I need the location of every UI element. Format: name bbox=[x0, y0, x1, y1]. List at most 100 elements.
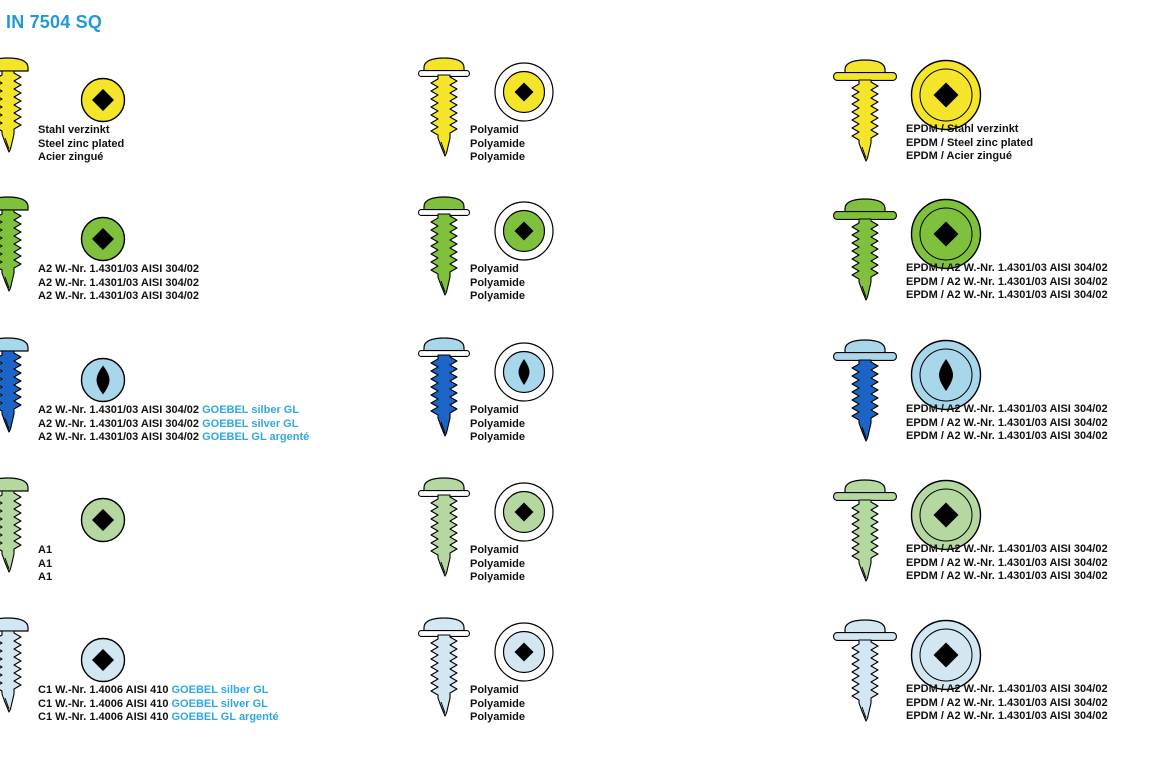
material-line: EPDM / A2 W.-Nr. 1.4301/03 AISI 304/02 bbox=[906, 683, 1108, 697]
square-drive-icon bbox=[933, 642, 959, 668]
washer-shape bbox=[833, 632, 897, 641]
material-line: A2 W.-Nr. 1.4301/03 AISI 304/02 bbox=[38, 263, 199, 277]
material-line: Polyamide bbox=[470, 431, 525, 445]
screw-side-view bbox=[833, 59, 897, 162]
screw-top-view bbox=[80, 216, 126, 262]
material-line: Polyamide bbox=[470, 138, 525, 152]
material-line: Steel zinc plated bbox=[38, 138, 124, 152]
screw-top-view bbox=[80, 357, 126, 403]
washer-shape bbox=[833, 72, 897, 81]
material-label: Polyamide bbox=[470, 431, 526, 443]
brand-label: GOEBEL GL argenté bbox=[171, 711, 279, 723]
material-row-plain-5: C1 W.-Nr. 1.4006 AISI 410 GOEBEL silber … bbox=[0, 617, 412, 757]
material-line: EPDM / Acier zingué bbox=[906, 150, 1033, 164]
material-label: A1 bbox=[38, 557, 53, 570]
screw-side-view bbox=[833, 198, 897, 301]
material-label: Acier zingué bbox=[38, 151, 104, 163]
material-line: EPDM / A2 W.-Nr. 1.4301/03 AISI 304/02 bbox=[906, 557, 1108, 571]
material-text-block: A1 A1 A1 bbox=[38, 544, 52, 585]
screw-head-shape bbox=[844, 479, 886, 494]
material-label: EPDM / A2 W.-Nr. 1.4301/03 AISI 304/02 bbox=[906, 556, 1108, 569]
square-drive-icon bbox=[92, 649, 114, 671]
material-label: Polyamid bbox=[470, 404, 519, 416]
material-row-plain-4: A1 A1 A1 bbox=[0, 477, 412, 617]
washer-shape bbox=[833, 352, 897, 361]
material-text-block: Polyamid Polyamide Polyamide bbox=[470, 544, 525, 585]
screw-body-shape bbox=[851, 79, 879, 162]
material-line: Polyamid bbox=[470, 124, 525, 138]
square-drive-icon bbox=[933, 221, 959, 247]
screw-side-view bbox=[0, 57, 29, 153]
material-line: A2 W.-Nr. 1.4301/03 AISI 304/02 GOEBEL s… bbox=[38, 418, 309, 432]
screw-head-shape bbox=[423, 196, 465, 211]
material-row-poly-1: Polyamid Polyamide Polyamide bbox=[415, 57, 755, 197]
screw-body-shape bbox=[430, 634, 458, 717]
brand-label: GOEBEL GL argenté bbox=[202, 431, 310, 443]
screw-top-view bbox=[910, 479, 982, 551]
material-label: EPDM / A2 W.-Nr. 1.4301/03 AISI 304/02 bbox=[906, 710, 1108, 722]
material-text-block: EPDM / Stahl verzinkt EPDM / Steel zinc … bbox=[906, 123, 1033, 164]
screw-side-view bbox=[418, 617, 470, 717]
screw-top-view bbox=[910, 339, 982, 411]
screw-top-view bbox=[910, 619, 982, 691]
material-line: EPDM / A2 W.-Nr. 1.4301/03 AISI 304/02 bbox=[906, 710, 1108, 724]
material-line: C1 W.-Nr. 1.4006 AISI 410 GOEBEL silber … bbox=[38, 684, 279, 698]
material-line: Polyamid bbox=[470, 544, 525, 558]
screw-top-view bbox=[80, 497, 126, 543]
washer-shape bbox=[833, 211, 897, 220]
material-line: EPDM / Stahl verzinkt bbox=[906, 123, 1033, 137]
screw-body-shape bbox=[430, 354, 458, 437]
brand-label: GOEBEL silver GL bbox=[202, 417, 299, 430]
screw-top-view bbox=[80, 77, 126, 123]
material-row-epdm-5: EPDM / A2 W.-Nr. 1.4301/03 AISI 304/02 E… bbox=[830, 617, 1160, 757]
square-drive-icon bbox=[514, 642, 534, 662]
material-text-block: Polyamid Polyamide Polyamide bbox=[470, 124, 525, 165]
screw-head-shape bbox=[0, 57, 29, 72]
material-label: EPDM / A2 W.-Nr. 1.4301/03 AISI 304/02 bbox=[906, 403, 1108, 415]
screw-body-shape bbox=[851, 639, 879, 722]
screw-side-view bbox=[0, 337, 29, 433]
material-text-block: EPDM / A2 W.-Nr. 1.4301/03 AISI 304/02 E… bbox=[906, 262, 1108, 303]
material-text-block: Polyamid Polyamide Polyamide bbox=[470, 263, 525, 304]
material-line: EPDM / A2 W.-Nr. 1.4301/03 AISI 304/02 bbox=[906, 543, 1108, 557]
material-label: Polyamide bbox=[470, 571, 526, 583]
material-line: Polyamide bbox=[470, 698, 525, 712]
material-text-block: Polyamid Polyamide Polyamide bbox=[470, 684, 525, 725]
material-label: EPDM / A2 W.-Nr. 1.4301/03 AISI 304/02 bbox=[906, 696, 1108, 709]
material-line: EPDM / A2 W.-Nr. 1.4301/03 AISI 304/02 bbox=[906, 417, 1108, 431]
lens-drive-icon bbox=[518, 359, 530, 385]
square-drive-icon bbox=[933, 502, 959, 528]
screw-body-shape bbox=[0, 490, 22, 573]
material-line: Polyamid bbox=[470, 684, 525, 698]
lens-drive-icon bbox=[939, 359, 953, 391]
material-label: Polyamide bbox=[470, 697, 526, 710]
material-row-poly-5: Polyamid Polyamide Polyamide bbox=[415, 617, 755, 757]
material-line: A2 W.-Nr. 1.4301/03 AISI 304/02 GOEBEL G… bbox=[38, 431, 309, 445]
screw-body-shape bbox=[430, 213, 458, 296]
brand-label: GOEBEL silber GL bbox=[171, 684, 269, 696]
material-line: A1 bbox=[38, 544, 52, 558]
head-top-circle bbox=[919, 488, 973, 542]
material-text-block: EPDM / A2 W.-Nr. 1.4301/03 AISI 304/02 E… bbox=[906, 683, 1108, 724]
material-text-block: C1 W.-Nr. 1.4006 AISI 410 GOEBEL silber … bbox=[38, 684, 279, 725]
screw-side-view bbox=[0, 477, 29, 573]
material-label: EPDM / A2 W.-Nr. 1.4301/03 AISI 304/02 bbox=[906, 416, 1108, 429]
material-row-epdm-3: EPDM / A2 W.-Nr. 1.4301/03 AISI 304/02 E… bbox=[830, 337, 1160, 477]
material-label: A1 bbox=[38, 544, 53, 556]
material-line: EPDM / A2 W.-Nr. 1.4301/03 AISI 304/02 bbox=[906, 262, 1108, 276]
screw-head-shape bbox=[423, 337, 465, 352]
material-line: EPDM / A2 W.-Nr. 1.4301/03 AISI 304/02 bbox=[906, 276, 1108, 290]
column-epdm-washer: EPDM / Stahl verzinkt EPDM / Steel zinc … bbox=[830, 0, 1160, 770]
screw-side-view bbox=[833, 339, 897, 442]
material-row-epdm-2: EPDM / A2 W.-Nr. 1.4301/03 AISI 304/02 E… bbox=[830, 196, 1160, 336]
material-label: EPDM / A2 W.-Nr. 1.4301/03 AISI 304/02 bbox=[906, 289, 1108, 301]
material-label: EPDM / A2 W.-Nr. 1.4301/03 AISI 304/02 bbox=[906, 262, 1108, 274]
square-drive-icon bbox=[933, 82, 959, 108]
screw-head-shape bbox=[844, 619, 886, 634]
screw-head-shape bbox=[423, 57, 465, 72]
head-top-circle bbox=[919, 207, 973, 261]
material-line: Polyamid bbox=[470, 263, 525, 277]
material-line: EPDM / A2 W.-Nr. 1.4301/03 AISI 304/02 bbox=[906, 430, 1108, 444]
material-line: A1 bbox=[38, 558, 52, 572]
material-label: Steel zinc plated bbox=[38, 137, 125, 150]
